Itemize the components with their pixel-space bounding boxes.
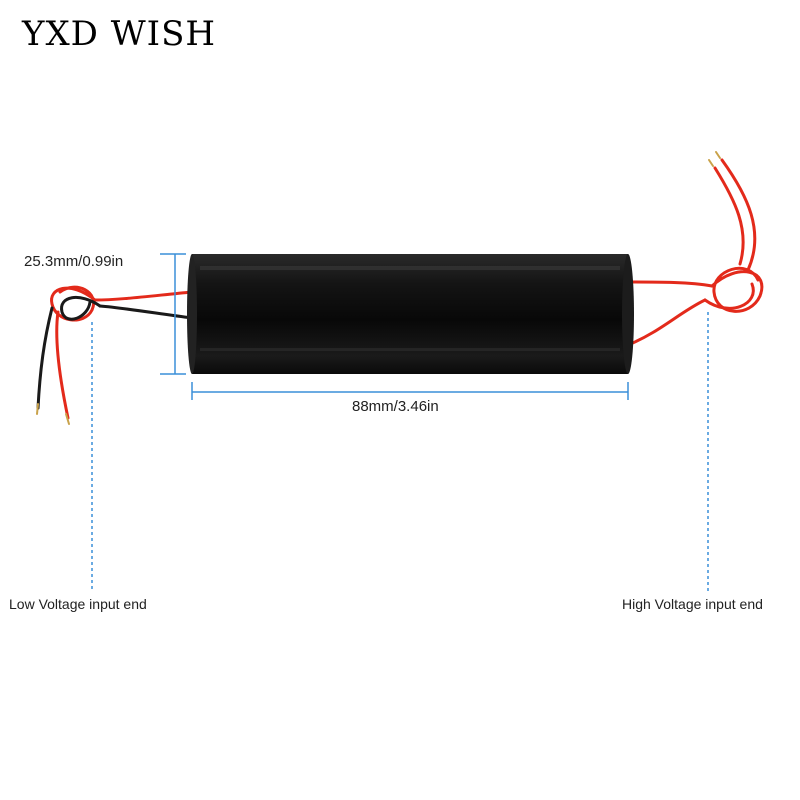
end-guide-lines — [91, 312, 709, 592]
low-voltage-wires — [36, 285, 194, 425]
low-voltage-end-label: Low Voltage input end — [9, 596, 147, 612]
high-voltage-wires — [626, 151, 764, 347]
brand-watermark: YXD WISH — [22, 14, 217, 54]
diameter-label: 25.3mm/0.99in — [24, 253, 124, 270]
length-label: 88mm/3.46in — [352, 398, 439, 415]
length-dimension-line — [191, 382, 629, 400]
diameter-dimension-line — [160, 253, 186, 375]
high-voltage-end-label: High Voltage input end — [622, 596, 763, 612]
module-body — [187, 254, 634, 374]
